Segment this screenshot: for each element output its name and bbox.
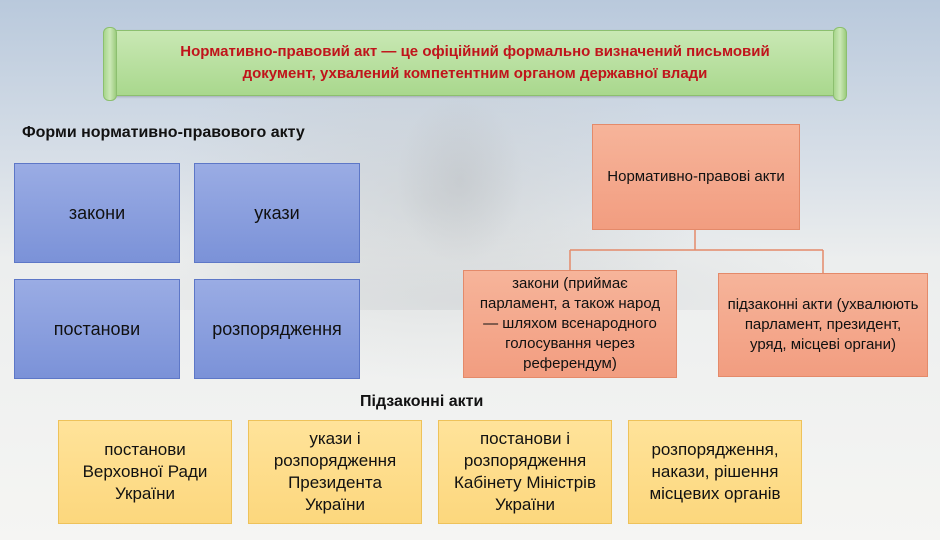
form-box-laws: закони [14,163,180,263]
bylaw-box-cabinet: постанови і розпорядження Кабінету Мініс… [438,420,612,524]
definition-line-1: Нормативно-правовий акт — це офіційний ф… [180,43,770,60]
bylaw-box-local-bodies: розпорядження, накази, рішення місцевих … [628,420,802,524]
form-box-orders: розпорядження [194,279,360,379]
form-box-decrees: укази [194,163,360,263]
definition-text: Нормативно-правовий акт — це офіційний ф… [160,41,789,85]
tree-root-box: Нормативно-правові акти [592,124,800,230]
definition-banner: Нормативно-правовий акт — це офіційний ф… [103,27,847,101]
bylaw-box-verkhovna-rada: постанови Верховної Ради України [58,420,232,524]
bylaws-heading: Підзаконні акти [360,393,484,410]
tree-bylaws-box: підзаконні акти (ухвалюють парламент, пр… [718,273,928,377]
tree-laws-box: закони (приймає парламент, а також народ… [463,270,677,378]
background-monument [360,60,560,300]
form-box-resolutions: постанови [14,279,180,379]
definition-line-2: документ, ухвалений компетентним органом… [242,65,708,82]
bylaw-box-president: укази і розпорядження Президента України [248,420,422,524]
forms-heading: Форми нормативно-правового акту [22,124,305,141]
